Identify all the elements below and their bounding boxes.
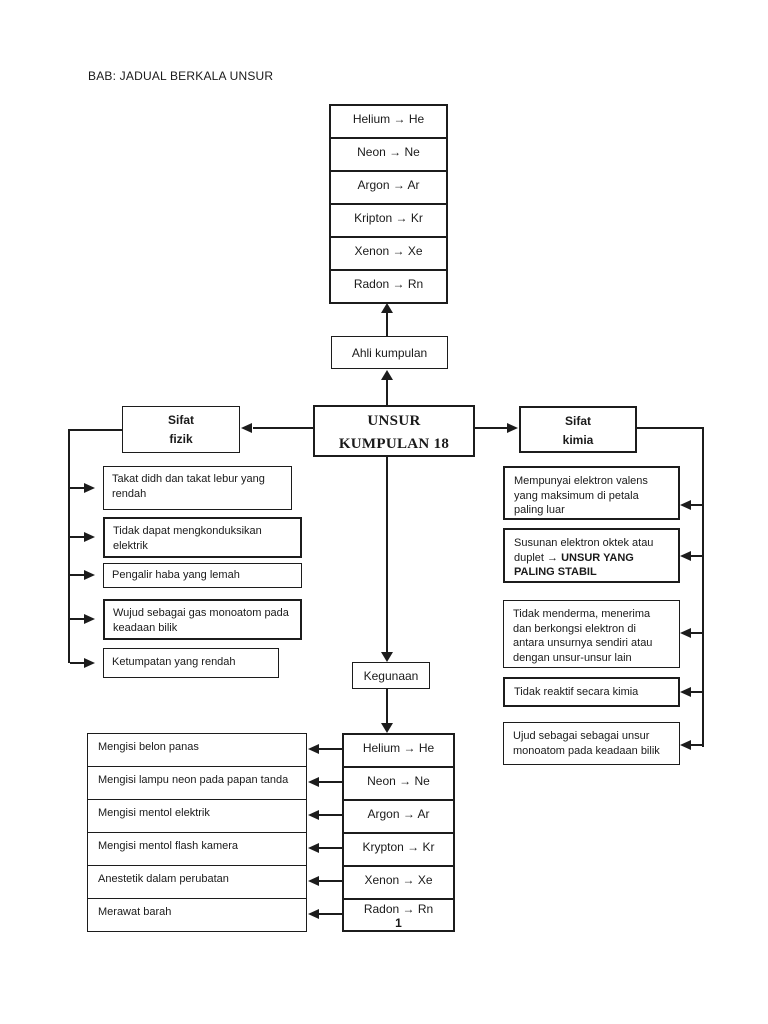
page-number: 1 <box>395 916 402 930</box>
chemical-heading-line1: Sifat <box>564 414 591 428</box>
connector-shaft <box>691 555 704 557</box>
arrowhead-left-icon <box>308 876 319 886</box>
usage-element-krypton: Krypton → Kr <box>344 834 453 867</box>
arrowhead-up-icon <box>381 303 393 313</box>
central-topic-line2: KUMPULAN 18 <box>338 436 450 452</box>
connector-shaft <box>70 536 84 538</box>
page-title: BAB: JADUAL BERKALA UNSUR <box>88 69 274 83</box>
chemical-heading-line2: kimia <box>562 433 594 447</box>
connector-shaft <box>70 662 84 664</box>
connector-shaft <box>319 913 342 915</box>
central-topic-line1: UNSUR <box>367 413 421 429</box>
member-element-radon: Radon → Rn <box>353 277 424 291</box>
chemical-property-item: Tidak menderma, menerima dan berkongsi e… <box>503 600 680 668</box>
physical-property-item: Tidak dapat mengkonduksikan elektrik <box>103 517 302 558</box>
member-element-neon: Neon → Ne <box>331 139 446 172</box>
connector-shaft <box>319 781 342 783</box>
use-item: Mengisi belon panas <box>88 734 306 767</box>
chemical-properties-heading: Sifat kimia <box>519 406 637 453</box>
arrowhead-left-icon <box>308 777 319 787</box>
member-element-helium: Helium → He <box>331 106 446 139</box>
arrowhead-left-icon <box>680 500 691 510</box>
arrowhead-left-icon <box>308 810 319 820</box>
connector-shaft <box>475 427 508 429</box>
arrowhead-right-icon <box>84 570 95 580</box>
use-item: Mengisi lampu neon pada papan tanda <box>88 767 306 800</box>
arrowhead-left-icon <box>680 687 691 697</box>
physical-heading-line1: Sifat <box>167 413 194 427</box>
connector-shaft <box>319 748 342 750</box>
usage-element-radon-text: Radon → Rn <box>363 902 434 916</box>
connector-shaft <box>70 487 84 489</box>
physical-property-item: Pengalir haba yang lemah <box>103 563 302 588</box>
connector-shaft <box>386 379 388 405</box>
arrowhead-right-icon <box>84 532 95 542</box>
physical-properties-heading: Sifat fizik <box>122 406 240 453</box>
physical-property-item: Ketumpatan yang rendah <box>103 648 279 678</box>
central-topic-box: UNSUR KUMPULAN 18 <box>313 405 475 457</box>
chemical-property-text: Susunan elektron oktek atau duplet → <box>514 537 654 564</box>
chemical-property-item: Susunan elektron oktek atau duplet → UNS… <box>503 528 680 583</box>
arrowhead-left-icon <box>680 628 691 638</box>
arrowhead-left-icon <box>308 909 319 919</box>
connector-shaft <box>702 427 704 747</box>
connector-shaft <box>386 457 388 652</box>
arrowhead-left-icon <box>308 843 319 853</box>
chemical-property-item: Tidak reaktif secara kimia <box>503 677 680 707</box>
usage-element-xenon: Xenon → Xe <box>344 867 453 900</box>
connector-shaft <box>70 618 84 620</box>
use-item: Anestetik dalam perubatan <box>88 866 306 899</box>
connector-shaft <box>691 504 704 506</box>
usage-label-box: Kegunaan <box>352 662 430 689</box>
arrowhead-left-icon <box>308 744 319 754</box>
usage-element-helium: Helium → He <box>344 735 453 768</box>
chemical-property-item: Mempunyai elektron valens yang maksimum … <box>503 466 680 520</box>
connector-shaft <box>691 691 704 693</box>
chemical-property-bold-text: UNSUR YANG PALING STABIL <box>514 551 634 579</box>
usage-element-neon: Neon → Ne <box>344 768 453 801</box>
connector-shaft <box>386 312 388 336</box>
physical-property-item: Wujud sebagai gas monoatom pada keadaan … <box>103 599 302 640</box>
member-label-text: Ahli kumpulan <box>351 345 428 360</box>
member-label-box: Ahli kumpulan <box>331 336 448 369</box>
chemical-property-item: Ujud sebagai sebagai unsur monoatom pada… <box>503 722 680 765</box>
connector-shaft <box>319 814 342 816</box>
use-item: Mengisi mentol flash kamera <box>88 833 306 866</box>
connector-shaft <box>319 847 342 849</box>
connector-shaft <box>691 632 704 634</box>
usage-label-text: Kegunaan <box>363 668 419 683</box>
usage-element-argon: Argon → Ar <box>344 801 453 834</box>
arrowhead-right-icon <box>84 614 95 624</box>
connector-shaft <box>68 429 122 431</box>
arrowhead-left-icon <box>680 551 691 561</box>
arrowhead-right-icon <box>84 483 95 493</box>
connector-shaft <box>319 880 342 882</box>
arrowhead-down-icon <box>381 723 393 733</box>
connector-shaft <box>68 429 70 663</box>
connector-shaft <box>70 574 84 576</box>
connector-shaft <box>691 744 704 746</box>
use-item: Merawat barah <box>98 906 172 918</box>
connector-shaft <box>253 427 313 429</box>
member-element-kripton: Kripton → Kr <box>331 205 446 238</box>
arrowhead-right-icon <box>84 658 95 668</box>
physical-heading-line2: fizik <box>169 432 193 446</box>
arrowhead-right-icon <box>507 423 518 433</box>
connector-shaft <box>637 427 704 429</box>
member-element-stack: Helium → He Neon → Ne Argon → Ar Kripton… <box>329 104 448 304</box>
usage-element-radon: Radon → Rn 1 <box>344 900 453 930</box>
arrowhead-left-icon <box>241 423 252 433</box>
connector-shaft <box>386 689 388 723</box>
arrowhead-left-icon <box>680 740 691 750</box>
arrowhead-up-icon <box>381 370 393 380</box>
usage-element-stack: Helium → He Neon → Ne Argon → Ar Krypton… <box>342 733 455 932</box>
member-element-argon: Argon → Ar <box>331 172 446 205</box>
arrowhead-down-icon <box>381 652 393 662</box>
physical-property-item: Takat didh dan takat lebur yang rendah <box>103 466 292 510</box>
member-element-xenon: Xenon → Xe <box>331 238 446 271</box>
use-item: Mengisi mentol elektrik <box>88 800 306 833</box>
uses-list: Mengisi belon panas Mengisi lampu neon p… <box>87 733 307 932</box>
